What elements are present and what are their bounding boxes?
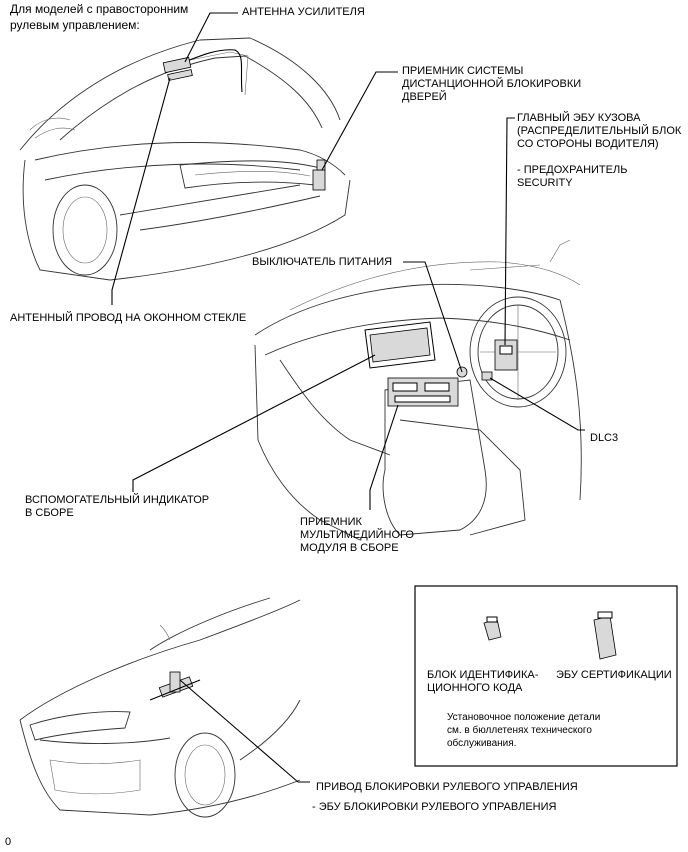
front-car-illustration (19, 597, 301, 818)
page-mark: 0 (5, 836, 12, 848)
label-id-box-1: БЛОК ИДЕНТИФИКА- (427, 669, 539, 681)
rear-car-illustration (19, 37, 351, 281)
label-door-receiver-1: ПРИЕМНИК СИСТЕМЫ (402, 65, 524, 77)
label-multimedia-2: МУЛЬТИМЕДИЙНОГО (300, 529, 414, 541)
label-steering-lock-actuator: ПРИВОД БЛОКИРОВКИ РУЛЕВОГО УПРАВЛЕНИЯ (316, 781, 578, 793)
label-door-receiver-3: ДВЕРЕЙ (402, 91, 447, 103)
label-body-ecu-3: СО СТОРОНЫ ВОДИТЕЛЯ) (517, 138, 659, 150)
label-fuse-1: - ПРЕДОХРАНИТЕЛЬ (517, 164, 628, 176)
note-line-3: обслуживания. (447, 738, 517, 749)
label-amplifier-antenna: АНТЕННА УСИЛИТЕЛЯ (242, 6, 365, 18)
note-line-2: см. в бюллетенях технического (447, 725, 592, 736)
header-line-1: Для моделей с правосторонним (10, 2, 189, 16)
note-line-1: Установочное положение детали (447, 712, 601, 723)
label-id-box-2: ЦИОННОГО КОДА (427, 682, 523, 694)
label-fuse-2: SECURITY (517, 177, 573, 189)
label-power-switch: ВЫКЛЮЧАТЕЛЬ ПИТАНИЯ (252, 256, 393, 268)
header-line-2: рулевым управлением: (10, 18, 140, 32)
label-cert-ecu: ЭБУ СЕРТИФИКАЦИИ (556, 669, 672, 681)
label-aux-indicator-2: В СБОРЕ (25, 507, 74, 519)
label-steering-lock-ecu: - ЭБУ БЛОКИРОВКИ РУЛЕВОГО УПРАВЛЕНИЯ (312, 801, 557, 813)
leader-lines (111, 12, 585, 783)
dashboard-illustration (254, 239, 582, 541)
parts-box (414, 585, 678, 767)
label-body-ecu-1: ГЛАВНЫЙ ЭБУ КУЗОВА (517, 112, 641, 124)
label-dlc3: DLC3 (590, 432, 619, 444)
label-body-ecu-2: (РАСПРЕДЕЛИТЕЛЬНЫЙ БЛОК (517, 125, 682, 137)
certification-ecu-icon (593, 615, 617, 660)
label-multimedia-3: МОДУЛЯ В СБОРЕ (300, 542, 399, 554)
label-multimedia-1: ПРИЕМНИК (300, 516, 362, 528)
label-aux-indicator-1: ВСПОМОГАТЕЛЬНЫЙ ИНДИКАТОР (25, 494, 210, 506)
label-door-receiver-2: ДИСТАНЦИОННОЙ БЛОКИРОВКИ (402, 78, 582, 90)
label-window-antenna: АНТЕННЫЙ ПРОВОД НА ОКОННОМ СТЕКЛЕ (10, 312, 247, 324)
